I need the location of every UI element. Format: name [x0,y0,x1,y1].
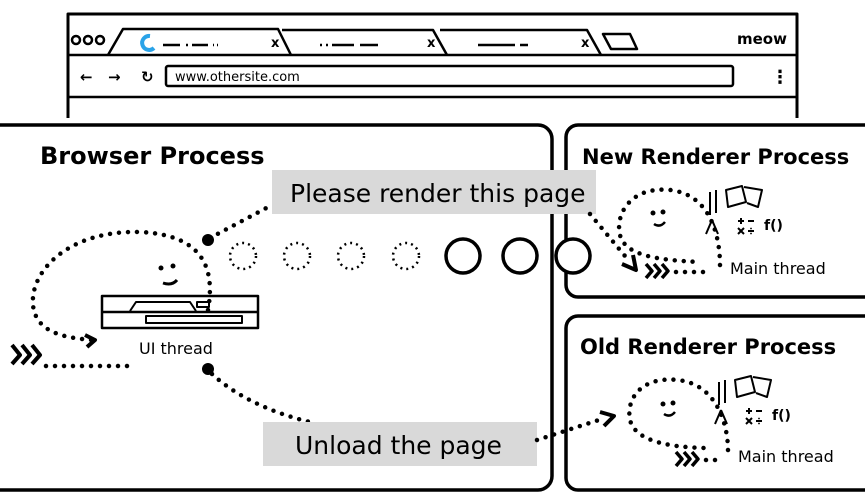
tools-icon [714,380,728,425]
book-icon [725,185,763,208]
old-renderer-thread-label: Main thread [738,447,834,466]
window-controls[interactable] [70,34,106,46]
browser-window: x x x meow ← → ↻ www.othersite.com ⋮ [66,12,799,118]
old-renderer-title: Old Renderer Process [580,335,836,359]
chevrons-icon [10,343,42,366]
reload-icon[interactable]: ↻ [141,68,154,86]
address-text: www.othersite.com [175,70,300,85]
ui-thread-character: UI thread [10,229,260,369]
tab-close-icon[interactable]: x [271,36,280,51]
old-renderer-box [564,314,865,492]
mini-browser-icon [100,294,260,330]
tab-close-icon[interactable]: x [581,36,590,51]
tools-icon [705,190,719,235]
new-renderer-title: New Renderer Process [582,145,849,169]
render-message-label [272,170,596,214]
new-tab-button[interactable] [601,32,639,51]
function-icon: f() [772,408,791,424]
profile-label: meow [737,30,787,48]
old-renderer-main-thread: f() Main thread [627,375,834,468]
math-icon [737,218,754,235]
chevrons-icon [674,450,700,468]
ipc-message-circles [228,237,592,275]
unload-message-text: Unload the page [295,431,502,460]
new-renderer-thread-label: Main thread [730,259,826,278]
ui-thread-label: UI thread [139,339,213,358]
function-icon: f() [764,218,783,234]
tab[interactable] [440,28,603,56]
render-message-text: Please render this page [290,179,586,208]
forward-icon[interactable]: → [108,68,121,86]
book-icon [734,375,772,398]
address-bar[interactable] [164,64,735,88]
loading-spinner-icon [140,33,156,52]
new-renderer-main-thread: f() Main thread [616,185,826,280]
tab-active[interactable] [106,27,293,56]
menu-icon[interactable]: ⋮ [771,67,789,88]
back-icon[interactable]: ← [80,68,93,86]
math-icon [745,408,762,425]
unload-message-label [263,422,537,466]
browser-process-title: Browser Process [40,142,265,170]
tab-close-icon[interactable]: x [427,36,436,51]
message-origin-dot [202,234,214,246]
chevrons-icon [644,262,670,280]
browser-process-box [0,123,554,492]
tab[interactable] [282,28,449,56]
